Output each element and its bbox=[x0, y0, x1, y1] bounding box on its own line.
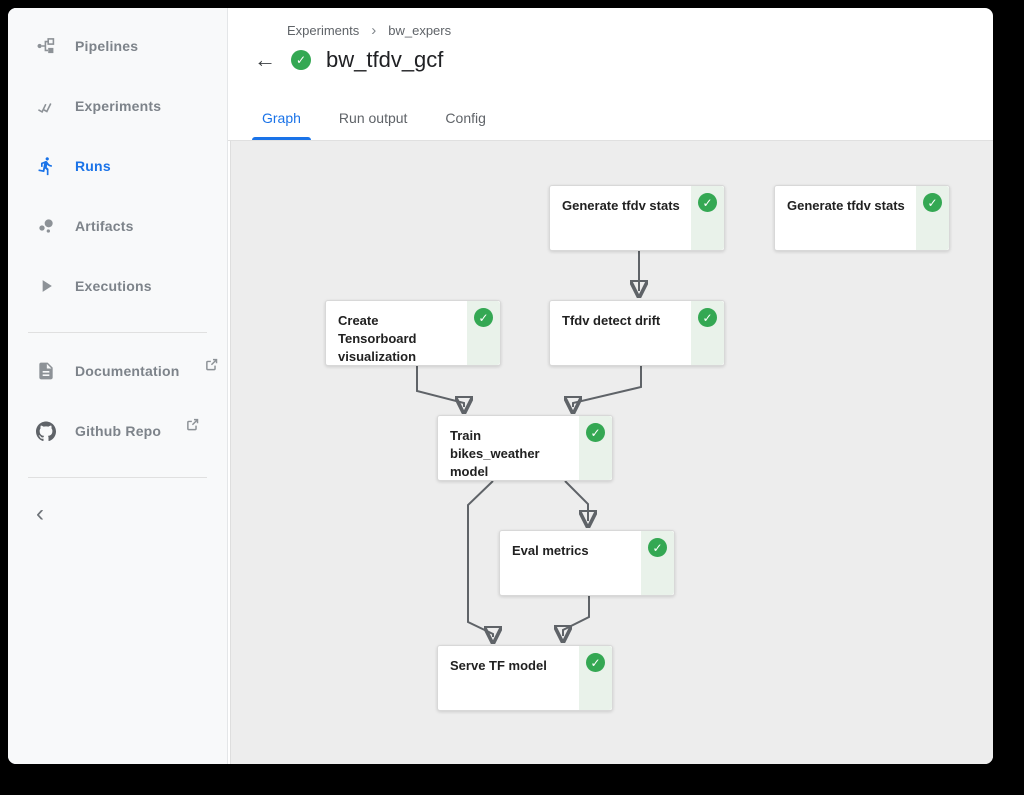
sidebar-link-documentation[interactable]: Documentation bbox=[8, 341, 227, 401]
node-status-strip: ✓ bbox=[691, 186, 724, 250]
sidebar-item-label: Artifacts bbox=[75, 218, 134, 234]
graph-node-eval-metrics[interactable]: Eval metrics ✓ bbox=[499, 530, 675, 596]
tab-graph[interactable]: Graph bbox=[246, 110, 317, 140]
sidebar: Pipelines Experiments Runs bbox=[8, 8, 228, 764]
node-status-strip: ✓ bbox=[916, 186, 949, 250]
document-icon bbox=[36, 361, 56, 381]
node-status-strip: ✓ bbox=[691, 301, 724, 365]
tab-config[interactable]: Config bbox=[445, 110, 486, 126]
app-window: Pipelines Experiments Runs bbox=[8, 8, 993, 764]
tab-run-output[interactable]: Run output bbox=[338, 110, 408, 126]
external-link-icon bbox=[186, 418, 199, 436]
sidebar-item-label: Pipelines bbox=[75, 38, 139, 54]
edge bbox=[416, 366, 464, 407]
sidebar-item-label: Executions bbox=[75, 278, 152, 294]
success-check-icon: ✓ bbox=[698, 308, 717, 327]
node-status-strip: ✓ bbox=[467, 301, 500, 365]
edge bbox=[564, 480, 588, 521]
sidebar-divider bbox=[28, 477, 207, 478]
node-label: Create Tensorboard visualization bbox=[338, 313, 417, 365]
success-check-icon: ✓ bbox=[586, 423, 605, 442]
graph-node-generate-tfdv-stats-1[interactable]: Generate tfdv stats ✓ bbox=[549, 185, 725, 251]
success-check-icon: ✓ bbox=[648, 538, 667, 557]
edge bbox=[573, 366, 642, 407]
node-status-strip: ✓ bbox=[579, 416, 612, 480]
artifacts-icon bbox=[36, 216, 56, 236]
experiments-icon bbox=[36, 96, 56, 116]
main-content: Experiments › bw_expers ← ✓ bw_tfdv_gcf … bbox=[228, 8, 993, 764]
node-label: Generate tfdv stats bbox=[562, 198, 680, 213]
external-link-icon bbox=[205, 358, 218, 376]
success-check-icon: ✓ bbox=[923, 193, 942, 212]
node-status-strip: ✓ bbox=[641, 531, 674, 595]
run-status-success-icon: ✓ bbox=[291, 50, 311, 70]
breadcrumb-experiment-name[interactable]: bw_expers bbox=[388, 23, 452, 38]
run-header: Experiments › bw_expers ← ✓ bw_tfdv_gcf bbox=[228, 8, 993, 85]
success-check-icon: ✓ bbox=[698, 193, 717, 212]
node-status-strip: ✓ bbox=[579, 646, 612, 710]
sidebar-item-label: Runs bbox=[75, 158, 111, 174]
node-label: Eval metrics bbox=[512, 543, 589, 558]
graph-node-tfdv-detect-drift[interactable]: Tfdv detect drift ✓ bbox=[549, 300, 725, 366]
sidebar-item-label: Experiments bbox=[75, 98, 162, 114]
graph-node-serve-tf-model[interactable]: Serve TF model ✓ bbox=[437, 645, 613, 711]
node-label: Serve TF model bbox=[450, 658, 547, 673]
sidebar-item-artifacts[interactable]: Artifacts bbox=[8, 196, 227, 256]
chevron-left-icon: ‹ bbox=[36, 500, 44, 527]
sidebar-link-label: Documentation bbox=[75, 363, 180, 379]
sidebar-link-github-repo[interactable]: Github Repo bbox=[8, 401, 227, 461]
breadcrumb: Experiments › bw_expers bbox=[228, 8, 993, 38]
graph-node-generate-tfdv-stats-2[interactable]: Generate tfdv stats ✓ bbox=[774, 185, 950, 251]
title-row: ← ✓ bw_tfdv_gcf bbox=[228, 47, 993, 73]
success-check-icon: ✓ bbox=[474, 308, 493, 327]
graph-edges bbox=[416, 250, 993, 764]
node-label: Train bikes_weather model bbox=[450, 428, 540, 480]
breadcrumb-experiments[interactable]: Experiments bbox=[287, 23, 360, 38]
edge bbox=[563, 596, 590, 636]
github-icon bbox=[36, 421, 56, 441]
page-title: bw_tfdv_gcf bbox=[326, 47, 444, 72]
tab-bar: Graph Run output Config bbox=[228, 85, 993, 141]
node-label: Generate tfdv stats bbox=[787, 198, 905, 213]
pipelines-icon bbox=[36, 36, 56, 56]
runs-icon bbox=[36, 156, 56, 176]
graph-node-create-tensorboard-visualization[interactable]: Create Tensorboard visualization ✓ bbox=[325, 300, 501, 366]
back-arrow-button[interactable]: ← bbox=[254, 47, 276, 72]
success-check-icon: ✓ bbox=[586, 653, 605, 672]
edge bbox=[467, 480, 493, 637]
sidebar-item-experiments[interactable]: Experiments bbox=[8, 76, 227, 136]
sidebar-item-runs[interactable]: Runs bbox=[8, 136, 227, 196]
sidebar-collapse-button[interactable]: ‹ bbox=[8, 496, 227, 532]
sidebar-link-label: Github Repo bbox=[75, 423, 162, 439]
sidebar-divider bbox=[28, 332, 207, 333]
executions-icon bbox=[36, 276, 56, 296]
sidebar-item-pipelines[interactable]: Pipelines bbox=[8, 16, 227, 76]
sidebar-item-executions[interactable]: Executions bbox=[8, 256, 227, 316]
node-label: Tfdv detect drift bbox=[562, 313, 661, 328]
breadcrumb-separator-icon: › bbox=[371, 22, 377, 39]
graph-node-train-bikes-weather-model[interactable]: Train bikes_weather model ✓ bbox=[437, 415, 613, 481]
graph-canvas[interactable]: Generate tfdv stats ✓ Generate tfdv stat… bbox=[230, 141, 993, 764]
